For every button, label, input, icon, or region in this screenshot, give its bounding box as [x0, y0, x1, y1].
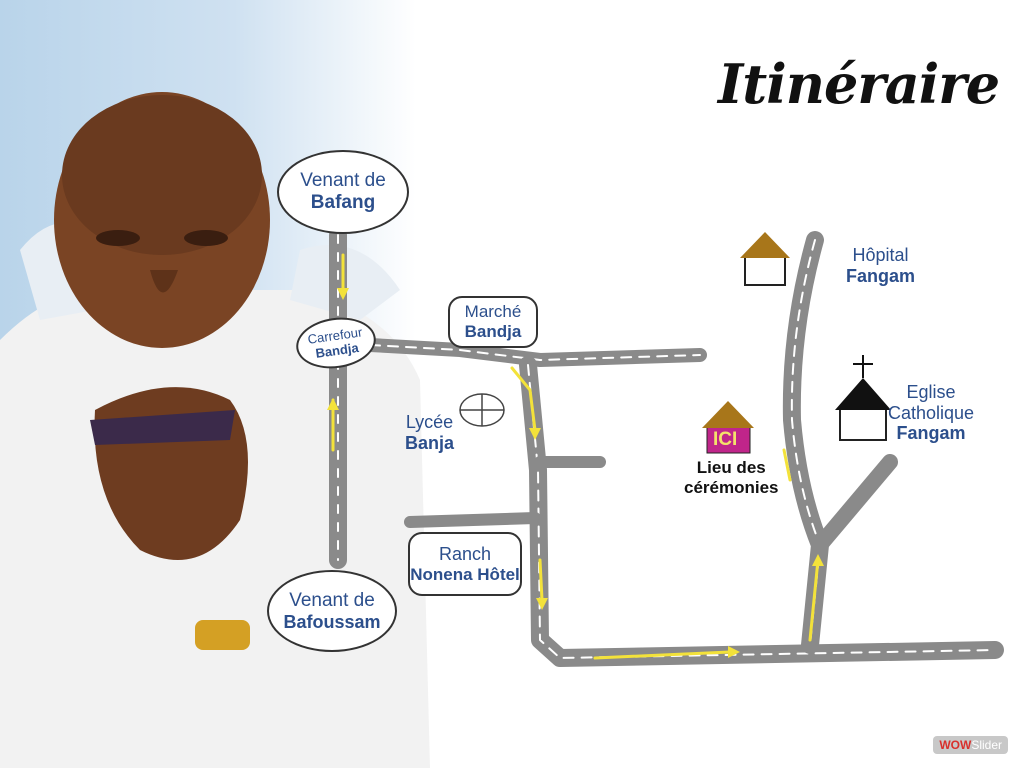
- label-text: Fangam: [896, 423, 966, 444]
- label-text: Lieu des: [696, 458, 766, 477]
- road-marche: [363, 338, 707, 367]
- page-title: Itinéraire: [718, 52, 1000, 116]
- label-text: Lycée: [405, 412, 454, 432]
- label-text: Fangam: [846, 265, 916, 286]
- label-ceremonies: Lieu des cérémonies: [684, 458, 779, 497]
- venue-house-icon: [702, 401, 754, 454]
- label-text: Bandja: [464, 322, 522, 341]
- label-text: Ranch: [438, 543, 492, 564]
- road-church: [812, 454, 898, 553]
- venue-sign: ICI: [713, 429, 738, 450]
- label-text: Hôpital: [852, 245, 909, 265]
- watermark-text: WOW: [939, 738, 972, 752]
- label-eglise: Eglise Catholique Fangam: [888, 382, 974, 444]
- label-text: Banja: [405, 432, 455, 453]
- watermark: WOWSlider: [933, 736, 1008, 754]
- label-lycee: Lycée Banja: [405, 412, 454, 453]
- label-text: Marché: [464, 302, 522, 321]
- label-ranch: Ranch Nonena Hôtel: [408, 532, 522, 596]
- label-venant-bafang: Venant de Bafang: [277, 150, 409, 234]
- lycee-icon: [459, 393, 505, 427]
- label-text: Venant de: [300, 170, 386, 191]
- hospital-house-icon: [740, 232, 790, 286]
- route-arrows: [331, 253, 820, 660]
- label-text: Bafoussam: [283, 611, 381, 632]
- label-text: Catholique: [888, 402, 975, 423]
- label-marche: Marché Bandja: [448, 296, 538, 348]
- watermark-text: Slider: [971, 738, 1002, 752]
- label-text: Eglise: [906, 382, 956, 402]
- label-text: cérémonies: [684, 477, 779, 497]
- road-branch-ranch: [404, 512, 541, 528]
- label-text: Venant de: [289, 589, 375, 611]
- label-text: Bafang: [310, 192, 376, 213]
- label-text: Nonena Hôtel: [410, 564, 520, 584]
- label-venant-bafoussam: Venant de Bafoussam: [267, 570, 397, 652]
- label-hopital: Hôpital Fangam: [846, 245, 915, 286]
- church-icon: [835, 355, 891, 441]
